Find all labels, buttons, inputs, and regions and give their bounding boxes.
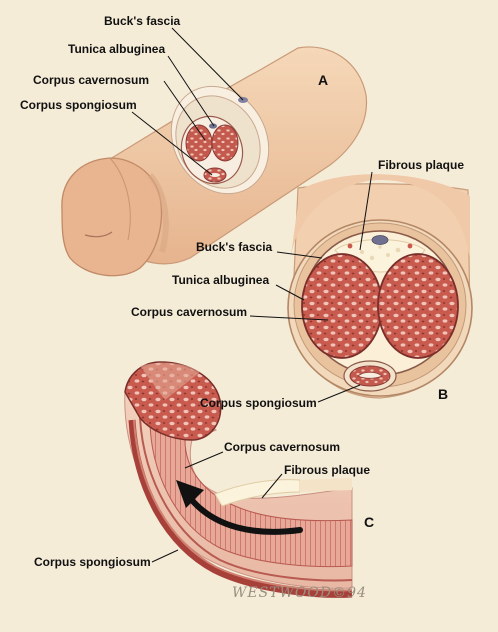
label-b-tunica-albuginea: Tunica albuginea (172, 273, 270, 287)
label-b-bucks-fascia: Buck's fascia (196, 240, 273, 254)
label-b-corpus-spongiosum: Corpus spongiosum (200, 396, 317, 410)
label-a-tunica-albuginea: Tunica albuginea (68, 42, 166, 56)
label-c-corpus-spongiosum: Corpus spongiosum (34, 555, 151, 569)
label-b-fibrous-plaque: Fibrous plaque (378, 158, 465, 172)
label-a-corpus-spongiosum: Corpus spongiosum (20, 98, 137, 112)
panel-label-c: C (364, 514, 375, 530)
panel-b-figure (287, 174, 473, 399)
label-c-fibrous-plaque: Fibrous plaque (284, 463, 371, 477)
artist-signature: WESTWOOD©94 (232, 585, 367, 601)
panel-c-figure (124, 361, 353, 598)
leader-lines (131, 27, 373, 563)
label-a-bucks-fascia: Buck's fascia (104, 14, 181, 28)
label-a-corpus-cavernosum: Corpus cavernosum (33, 73, 150, 87)
label-b-corpus-cavernosum: Corpus cavernosum (131, 305, 248, 319)
panel-label-a: A (318, 72, 329, 88)
panel-label-b: B (438, 386, 449, 402)
panel-a-figure (61, 46, 368, 277)
label-c-corpus-cavernosum: Corpus cavernosum (224, 440, 341, 454)
